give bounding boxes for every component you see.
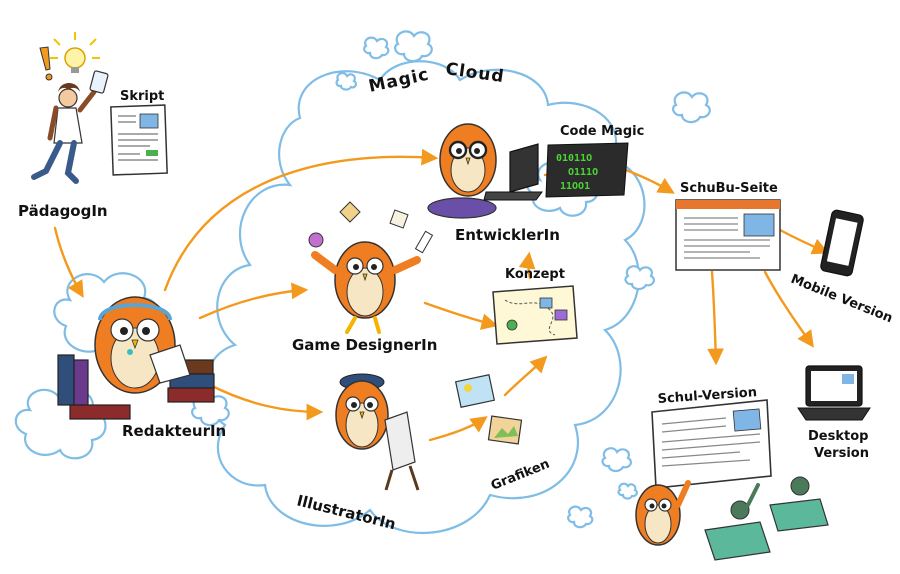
code-line-1: 01011O — [556, 153, 592, 164]
exclamation-icon — [39, 46, 53, 81]
code-line-2: O111O — [568, 167, 598, 178]
schul-version-board: Schul-Version — [651, 385, 772, 489]
game-designer-owl — [308, 201, 434, 334]
label-mobile-version: Mobile Version — [789, 272, 895, 327]
teacher-owl — [635, 480, 691, 546]
label-desktop-2: Version — [814, 446, 869, 461]
skript-document: Skript — [110, 89, 168, 176]
illustrator-owl — [335, 373, 420, 491]
label-konzept: Konzept — [505, 267, 565, 282]
label-desktop-1: Desktop — [808, 429, 868, 444]
label-entwicklerin: EntwicklerIn — [455, 226, 560, 244]
label-schul-version: Schul-Version — [657, 385, 757, 407]
code-line-3: 11OO1 — [560, 181, 590, 192]
desktop-laptop-icon — [797, 365, 871, 421]
label-schubu: SchuBu-Seite — [680, 181, 778, 196]
label-code-magic: Code Magic — [560, 124, 644, 139]
code-magic-block: Code Magic 01011O O111O 11OO1 — [545, 124, 644, 198]
smartphone-icon — [820, 209, 864, 277]
schubu-page: SchuBu-Seite — [675, 181, 781, 271]
redakteurin-owl — [94, 296, 191, 394]
label-game-designer: Game DesignerIn — [292, 336, 437, 354]
laptop-icon — [483, 143, 543, 201]
entwicklerin-owl — [427, 123, 497, 219]
paedagogin-figure — [31, 32, 109, 184]
lightbulb-icon — [50, 32, 100, 73]
classroom-desks — [704, 476, 829, 561]
label-redakteurin: RedakteurIn — [122, 422, 226, 440]
label-paedagogin: PädagogIn — [18, 202, 108, 220]
konzept-board: Konzept — [492, 267, 578, 345]
label-skript: Skript — [120, 89, 164, 104]
